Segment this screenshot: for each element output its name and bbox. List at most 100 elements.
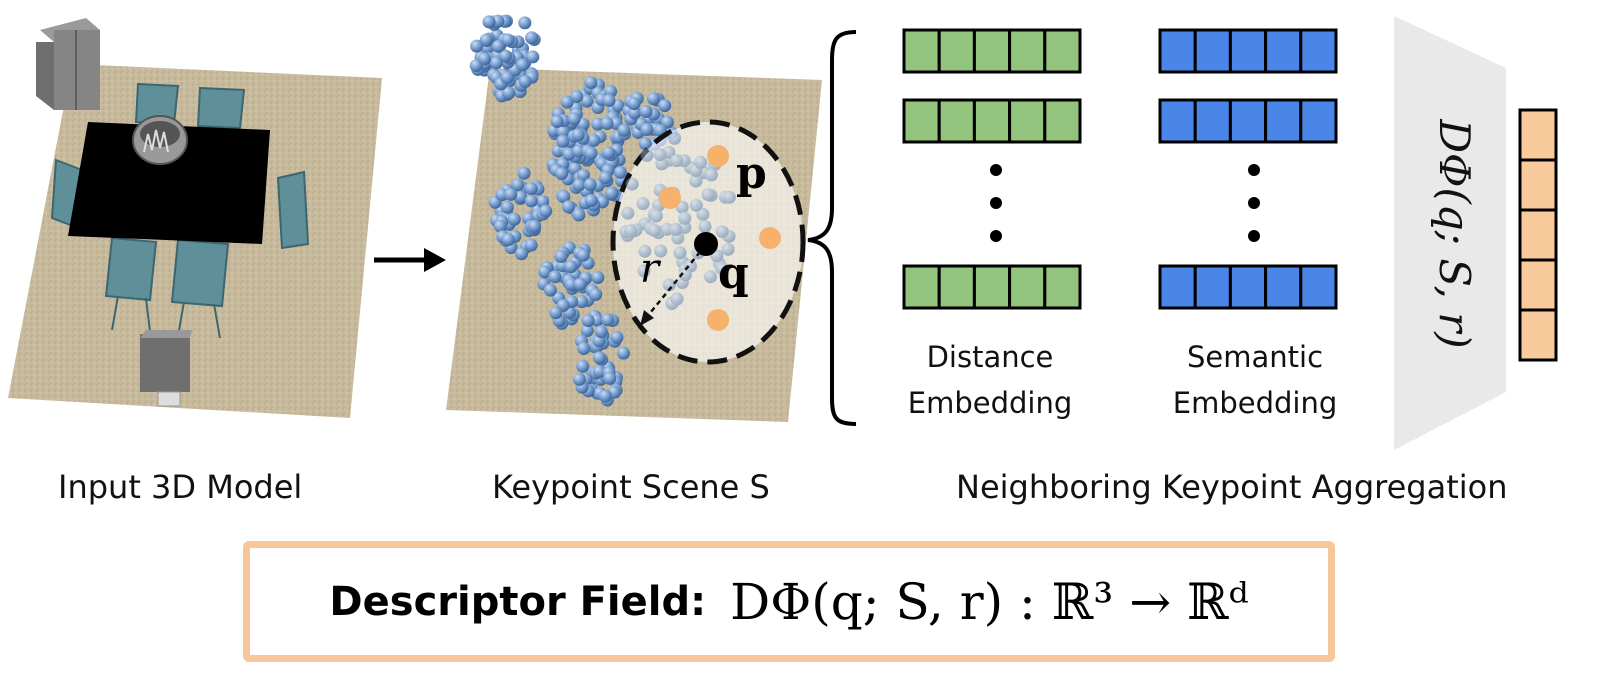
- neighbor-keypoint: [759, 227, 781, 249]
- keypoint: [591, 270, 605, 284]
- keypoint-faint: [621, 206, 635, 220]
- keypoint: [498, 49, 512, 63]
- keypoint: [594, 325, 608, 339]
- formula-label: Descriptor Field:: [329, 578, 707, 625]
- descriptor-cell: [1518, 308, 1558, 362]
- keypoint-faint: [701, 188, 715, 202]
- keypoint: [556, 134, 570, 148]
- keypoint: [564, 260, 578, 274]
- keypoint: [518, 74, 532, 88]
- embedding-cell: [1043, 98, 1082, 144]
- keypoint: [639, 104, 653, 118]
- caption-input-model: Input 3D Model: [58, 468, 303, 506]
- keypoint: [571, 144, 585, 158]
- keypoint-faint: [670, 292, 684, 306]
- keypoint: [602, 94, 616, 108]
- embedding-cell: [1158, 98, 1197, 144]
- query-point: [694, 232, 718, 256]
- keypoint: [526, 50, 540, 64]
- keypoint: [589, 288, 603, 302]
- distance-embedding-line2: Embedding: [907, 386, 1073, 420]
- keypoint: [584, 146, 598, 160]
- keypoint: [470, 39, 484, 53]
- embedding-cell: [1158, 28, 1197, 74]
- keypoint-faint: [703, 270, 717, 284]
- keypoint: [600, 116, 614, 130]
- keypoint: [610, 330, 624, 344]
- keypoint: [628, 106, 642, 120]
- output-descriptor: [1518, 108, 1558, 362]
- embedding-cell: [1043, 264, 1082, 310]
- keypoint: [580, 324, 594, 338]
- distance-embedding-line1: Distance: [926, 340, 1054, 374]
- semantic-embedding-line2: Embedding: [1172, 386, 1338, 420]
- keypoint: [501, 233, 515, 247]
- semantic-embedding-label: Semantic Embedding: [1150, 334, 1360, 426]
- keypoint-faint: [715, 262, 729, 276]
- keypoint: [591, 117, 605, 131]
- keypoint: [576, 359, 590, 373]
- keypoint: [571, 128, 585, 142]
- keypoint-faint: [670, 154, 684, 168]
- embedding-cell: [902, 264, 941, 310]
- semantic-embedding-line1: Semantic: [1186, 340, 1324, 374]
- keypoint-faint: [678, 211, 692, 225]
- keypoint-faint: [625, 177, 639, 191]
- keypoint: [491, 39, 505, 53]
- embedding-cell: [937, 264, 976, 310]
- keypoint-faint: [668, 131, 682, 145]
- keypoint: [581, 314, 595, 328]
- embedding-cell: [902, 28, 941, 74]
- keypoint: [500, 71, 514, 85]
- keypoint: [528, 219, 542, 233]
- semantic-embedding-row: [1158, 28, 1338, 74]
- keypoint-faint: [669, 222, 683, 236]
- keypoint-faint: [654, 244, 668, 258]
- centerpiece: [132, 115, 188, 165]
- keypoint: [560, 95, 574, 109]
- formula-box: Descriptor Field: DΦ(q; S, r) : ℝ³ → ℝᵈ: [243, 541, 1335, 662]
- keypoint: [627, 97, 641, 111]
- keypoint-faint: [722, 190, 736, 204]
- keypoint: [602, 146, 616, 160]
- keypoint: [580, 94, 594, 108]
- keypoint: [518, 16, 532, 30]
- embedding-cell: [972, 28, 1012, 74]
- embedding-cell: [1299, 264, 1338, 310]
- keypoint: [562, 200, 576, 214]
- keypoint-faint: [662, 278, 676, 292]
- keypoint-faint: [689, 174, 703, 188]
- embedding-cell: [972, 98, 1012, 144]
- keypoint: [501, 33, 515, 47]
- keypoint: [555, 167, 569, 181]
- keypoint-scene: p q r: [446, 14, 822, 422]
- keypoint: [605, 186, 619, 200]
- distance-dots: [990, 164, 1002, 242]
- keypoint: [548, 270, 562, 284]
- keypoint: [598, 389, 612, 403]
- semantic-embedding-row: [1158, 98, 1338, 144]
- table-top: [68, 122, 270, 244]
- keypoint: [539, 204, 553, 218]
- embedding-cell: [902, 98, 941, 144]
- keypoint: [525, 31, 539, 45]
- decoder-block: [1394, 16, 1506, 450]
- keypoint: [599, 171, 613, 185]
- input-3d-model: [8, 18, 382, 418]
- embedding-cell: [1043, 28, 1082, 74]
- keypoint: [592, 364, 606, 378]
- embedding-cell: [937, 98, 976, 144]
- keypoint-faint: [715, 225, 729, 239]
- descriptor-cell: [1518, 108, 1558, 162]
- embedding-cell: [1299, 28, 1338, 74]
- keypoint: [549, 306, 563, 320]
- keypoint: [517, 166, 531, 180]
- keypoint: [500, 200, 514, 214]
- keypoint: [550, 114, 564, 128]
- keypoint: [479, 33, 493, 47]
- keypoint: [493, 219, 507, 233]
- embedding-cell: [1264, 264, 1303, 310]
- cabinet: [36, 18, 100, 110]
- keypoint: [584, 76, 598, 90]
- keypoint-faint: [673, 246, 687, 260]
